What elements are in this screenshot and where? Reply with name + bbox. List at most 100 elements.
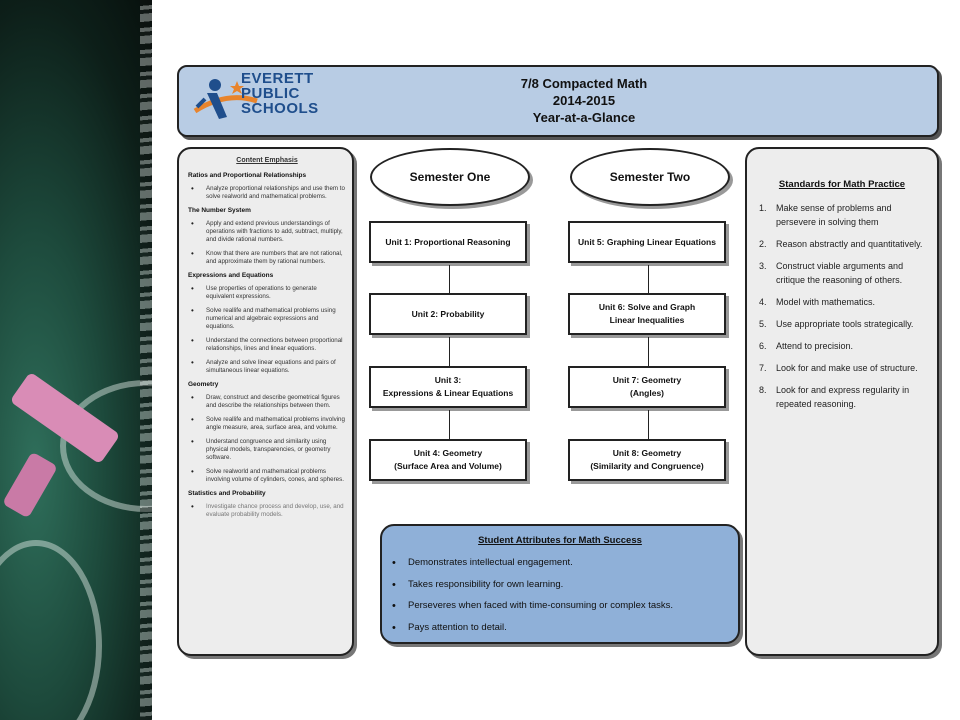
standard-number: 1. xyxy=(759,203,767,213)
unit-box: Unit 1: Proportional Reasoning xyxy=(369,221,527,263)
standard-number: 5. xyxy=(759,319,767,329)
content-item: Analyze and solve linear equations and p… xyxy=(188,359,346,375)
content-item: Solve reallife and mathematical problems… xyxy=(188,416,346,432)
chalk-stick-pink xyxy=(2,451,58,519)
content-item: Draw, construct and describe geometrical… xyxy=(188,394,346,410)
standards-heading: Standards for Math Practice xyxy=(778,179,906,190)
student-attributes-list: Demonstrates intellectual engagement.Tak… xyxy=(390,556,730,642)
unit-connector xyxy=(648,337,649,366)
content-item: Solve reallife and mathematical problems… xyxy=(188,307,346,331)
unit-line: Unit 2: Probability xyxy=(411,308,485,319)
standard-item: 5. Use appropriate tools strategically. xyxy=(759,317,931,331)
unit-line: Unit 1: Proportional Reasoning xyxy=(385,236,511,247)
standard-item: 4. Model with mathematics. xyxy=(759,295,931,309)
unit-box: Unit 4: Geometry (Surface Area and Volume… xyxy=(369,439,527,481)
standard-text: Look for and make use of structure. xyxy=(776,363,918,373)
unit-line: Unit 4: Geometry xyxy=(413,448,483,458)
unit-box: Unit 7: Geometry (Angles) xyxy=(568,366,726,408)
content-section-title: Expressions and Equations xyxy=(188,272,274,279)
standard-number: 4. xyxy=(759,297,767,307)
content-emphasis-heading: Content Emphasis xyxy=(236,157,298,164)
standard-number: 6. xyxy=(759,341,767,351)
standard-item: 3. Construct viable arguments and critiqu… xyxy=(759,259,931,287)
page-subtitle: Year-at-a-Glance xyxy=(532,110,636,125)
unit-box: Unit 5: Graphing Linear Equations xyxy=(568,221,726,263)
standard-number: 2. xyxy=(759,239,767,249)
unit-line: (Angles) xyxy=(630,388,664,398)
standard-item: 7. Look for and make use of structure. xyxy=(759,361,931,375)
content-item: Investigate chance process and develop, … xyxy=(188,503,346,519)
student-attributes-panel: Student Attributes for Math Success Demo… xyxy=(380,524,740,644)
school-year: 2014-2015 xyxy=(552,93,616,108)
content-item: Know that there are numbers that are not… xyxy=(188,250,346,266)
standards-panel: Standards for Math Practice 1.Make sense… xyxy=(745,147,939,656)
standard-item: 1.Make sense of problems and persevere i… xyxy=(759,201,931,229)
content-section-title: The Number System xyxy=(188,207,251,214)
unit-line: Unit 3: xyxy=(434,375,462,385)
standard-number: 8. xyxy=(759,385,767,395)
student-attribute-item: Demonstrates intellectual engagement. xyxy=(390,556,730,578)
unit-line: Unit 5: Graphing Linear Equations xyxy=(578,236,716,247)
unit-box: Unit 2: Probability xyxy=(369,293,527,335)
header-banner: EVERETT PUBLIC SCHOOLS 7/8 Compacted Mat… xyxy=(177,65,939,137)
standard-text: Construct viable arguments and critique … xyxy=(776,261,904,285)
unit-text: Unit 3: Expressions & Linear Equations xyxy=(383,374,513,400)
standard-text: Reason abstractly and quantitatively. xyxy=(776,239,923,249)
chalkboard-background xyxy=(0,0,175,720)
unit-line: (Similarity and Congruence) xyxy=(590,461,704,471)
content-section-title: Statistics and Probability xyxy=(188,490,266,497)
unit-connector xyxy=(648,265,649,293)
content-item: Solve realworld and mathematical problem… xyxy=(188,468,346,484)
standard-text: Attend to precision. xyxy=(776,341,854,351)
semester-two-oval: Semester Two xyxy=(570,148,730,206)
unit-connector xyxy=(449,410,450,439)
student-attribute-item: Takes responsibility for own learning. xyxy=(390,578,730,600)
unit-line: Linear Inequalities xyxy=(609,315,685,325)
unit-connector xyxy=(449,265,450,293)
unit-line: Unit 8: Geometry xyxy=(612,448,682,458)
unit-line: Unit 6: Solve and Graph xyxy=(598,302,696,312)
content-emphasis-panel: Content Emphasis Ratios and Proportional… xyxy=(177,147,354,656)
logo-line: EVERETT xyxy=(241,70,314,87)
standard-text: Look for and express regularity in repea… xyxy=(776,385,910,409)
unit-text: Unit 5: Graphing Linear Equations xyxy=(578,236,716,249)
content-item: Apply and extend previous understandings… xyxy=(188,220,346,244)
standard-text: Model with mathematics. xyxy=(776,297,876,307)
unit-line: Expressions & Linear Equations xyxy=(382,388,514,398)
unit-text: Unit 1: Proportional Reasoning xyxy=(385,236,510,249)
unit-connector xyxy=(449,337,450,366)
logo-text: EVERETT PUBLIC SCHOOLS xyxy=(241,71,319,116)
chalk-scribble xyxy=(0,540,102,720)
standard-item: 8. Look for and express regularity in rep… xyxy=(759,383,931,411)
unit-text: Unit 2: Probability xyxy=(412,308,485,321)
content-item: Analyze proportional relationships and u… xyxy=(188,185,346,201)
content-item: Use properties of operations to generate… xyxy=(188,285,346,301)
student-attribute-item: Perseveres when faced with time-consumin… xyxy=(390,599,730,621)
standard-text: Use appropriate tools strategically. xyxy=(776,319,914,329)
unit-box: Unit 8: Geometry (Similarity and Congruen… xyxy=(568,439,726,481)
content-item: Understand the connections between propo… xyxy=(188,337,346,353)
header-title: 7/8 Compacted Math 2014-2015 Year-at-a-G… xyxy=(429,75,739,126)
logo-line: PUBLIC xyxy=(241,85,300,102)
semester-one-oval: Semester One xyxy=(370,148,530,206)
standards-list: 1.Make sense of problems and persevere i… xyxy=(759,201,931,419)
unit-line: (Surface Area and Volume) xyxy=(394,461,502,471)
content-section-title: Geometry xyxy=(188,381,219,388)
unit-line: Unit 7: Geometry xyxy=(612,375,682,385)
logo-line: SCHOOLS xyxy=(241,100,319,117)
content-section-title: Ratios and Proportional Relationships xyxy=(188,172,307,179)
student-attributes-heading: Student Attributes for Math Success xyxy=(478,535,642,546)
standard-item: 2. Reason abstractly and quantitatively. xyxy=(759,237,931,251)
unit-connector xyxy=(648,410,649,439)
unit-text: Unit 7: Geometry (Angles) xyxy=(613,374,682,400)
standard-number: 7. xyxy=(759,363,767,373)
standard-number: 3. xyxy=(759,261,767,271)
unit-text: Unit 4: Geometry (Surface Area and Volume… xyxy=(394,447,502,473)
unit-text: Unit 8: Geometry (Similarity and Congruen… xyxy=(590,447,703,473)
unit-box: Unit 3: Expressions & Linear Equations xyxy=(369,366,527,408)
content-emphasis-body: Content Emphasis Ratios and Proportional… xyxy=(188,157,346,525)
page-title: 7/8 Compacted Math xyxy=(520,76,648,91)
content-item: Understand congruence and similarity usi… xyxy=(188,438,346,462)
